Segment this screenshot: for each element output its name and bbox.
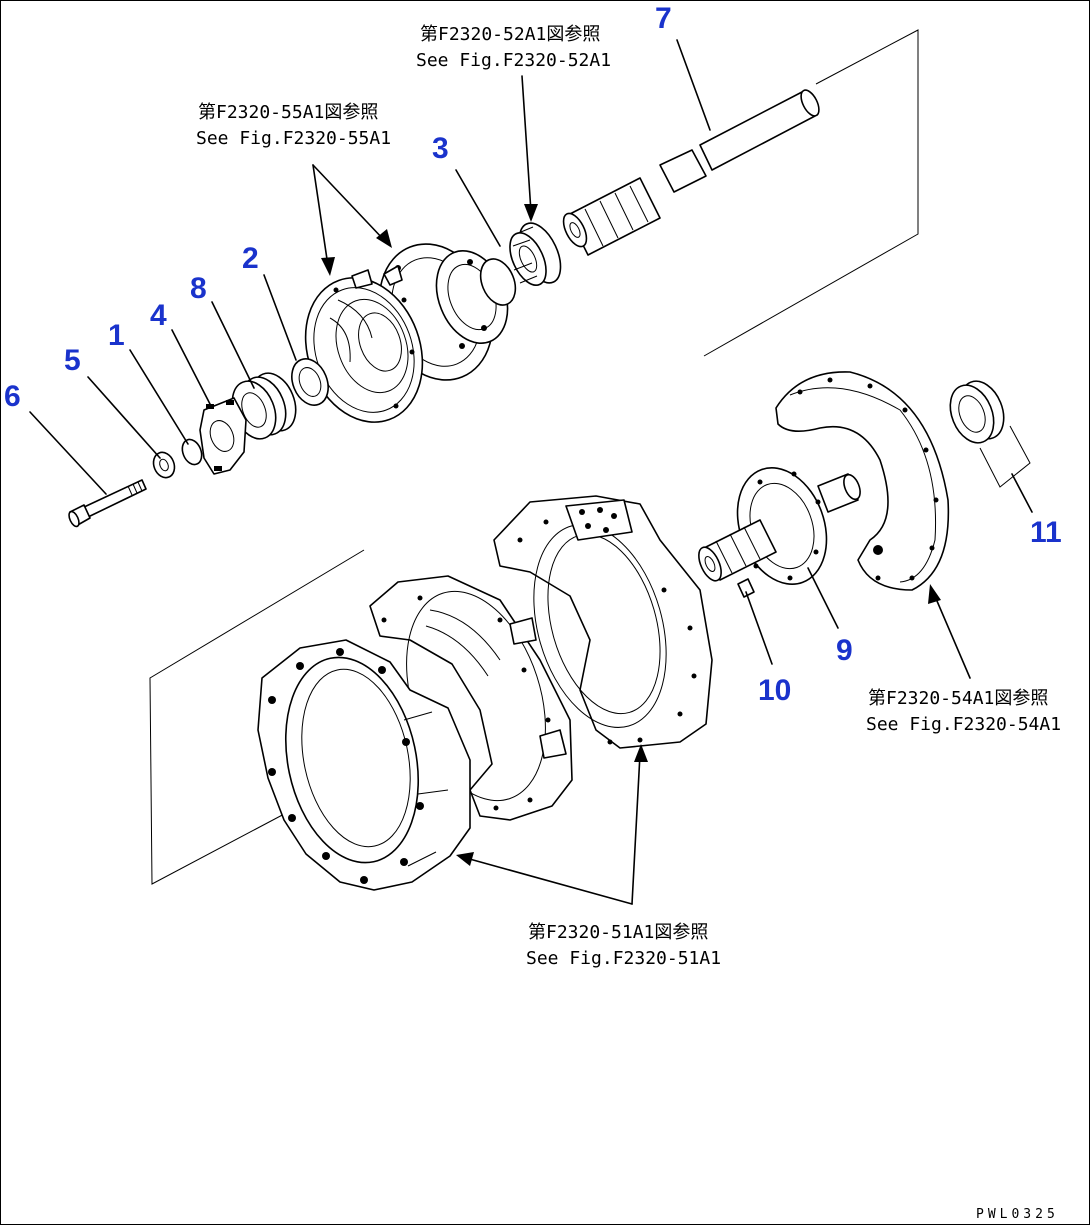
part-10-plug bbox=[737, 578, 755, 598]
leader-lines bbox=[29, 39, 1033, 665]
part-4-retainer bbox=[199, 397, 247, 475]
callout-3: 3 bbox=[432, 132, 449, 165]
reference-notes: 第F2320-52A1図参照 See Fig.F2320-52A1 第F2320… bbox=[196, 24, 1061, 969]
callout-10: 10 bbox=[758, 674, 791, 707]
planet-carrier-assembly bbox=[378, 243, 517, 381]
callout-1: 1 bbox=[108, 319, 125, 352]
callout-2: 2 bbox=[242, 242, 259, 275]
ref-55a1-jp: 第F2320-55A1図参照 bbox=[198, 102, 378, 123]
ref-54a1-en: See Fig.F2320-54A1 bbox=[866, 714, 1061, 735]
reference-arrows bbox=[312, 75, 971, 905]
middle-ring-housing bbox=[369, 575, 573, 821]
part-2-washer bbox=[291, 358, 329, 406]
lower-assembly-plane bbox=[149, 549, 365, 885]
callout-6: 6 bbox=[4, 380, 21, 413]
part-9-hub-flange bbox=[698, 467, 861, 585]
part-6-bolt bbox=[68, 479, 147, 528]
drawing-code: PWL0325 bbox=[976, 1207, 1059, 1222]
right-cover-plate bbox=[775, 371, 950, 591]
callout-labels: 6 5 1 4 8 2 3 7 11 9 10 bbox=[4, 2, 1062, 707]
ref-52a1-en: See Fig.F2320-52A1 bbox=[416, 50, 611, 71]
ref-52a1-jp: 第F2320-52A1図参照 bbox=[420, 24, 600, 45]
callout-11: 11 bbox=[1030, 516, 1062, 549]
front-housing bbox=[257, 639, 471, 891]
part-1-shim bbox=[181, 438, 203, 466]
part-7-shaft bbox=[562, 89, 820, 256]
ref-51a1-jp: 第F2320-51A1図参照 bbox=[528, 922, 708, 943]
ref-51a1-en: See Fig.F2320-51A1 bbox=[526, 948, 721, 969]
callout-8: 8 bbox=[190, 272, 207, 305]
part-3-bearing bbox=[509, 222, 562, 286]
rear-housing bbox=[493, 495, 713, 749]
ref-54a1-jp: 第F2320-54A1図参照 bbox=[868, 688, 1048, 709]
callout-7: 7 bbox=[655, 2, 672, 35]
callout-5: 5 bbox=[64, 344, 81, 377]
ring-gear-disc bbox=[304, 269, 424, 423]
part-11-seal bbox=[949, 380, 1031, 488]
ref-55a1-en: See Fig.F2320-55A1 bbox=[196, 128, 391, 149]
callout-4: 4 bbox=[150, 299, 167, 332]
callout-9: 9 bbox=[836, 634, 853, 667]
upper-assembly-plane bbox=[703, 29, 919, 357]
part-5-washer bbox=[152, 451, 176, 479]
